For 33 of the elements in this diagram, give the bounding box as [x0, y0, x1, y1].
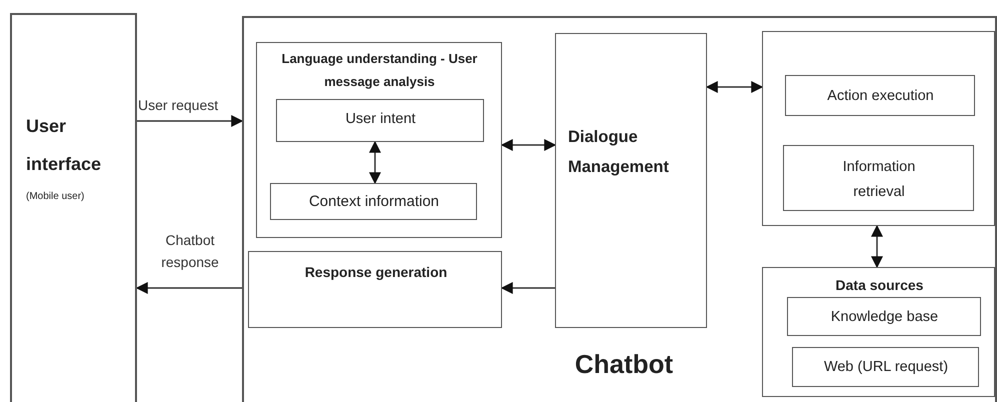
process-box: [784, 74, 974, 116]
arrow: [706, 81, 764, 93]
node-title: Dialogue Management: [568, 127, 670, 178]
process-box: [782, 144, 974, 210]
process-box: [276, 98, 484, 142]
process-box: [256, 42, 502, 238]
arrow: [871, 224, 883, 268]
node-subtitle: (Mobile user): [26, 190, 86, 204]
arrow: [369, 140, 381, 184]
interface-box: [10, 13, 137, 402]
node-title: Chatbot: [574, 348, 674, 380]
node-title: Language understanding - User message analysis: [280, 50, 478, 91]
node-title: Information retrieval: [842, 158, 916, 202]
process-box: [248, 251, 502, 328]
process-box: [786, 296, 980, 336]
node-title: Context information: [308, 192, 440, 212]
node-title: User interface: [26, 115, 102, 176]
node-title: Knowledge base: [830, 308, 940, 326]
node-title: Response generation: [304, 263, 448, 282]
node-title: User intent: [344, 110, 417, 128]
arrow: [500, 282, 555, 294]
arrow: [500, 139, 556, 151]
node-title: Action execution: [826, 86, 935, 106]
node-title: Data sources: [834, 276, 924, 295]
node-title: Web (URL request): [822, 358, 950, 376]
process-box: [555, 33, 707, 328]
system-container: [242, 16, 997, 402]
empty-box: [762, 31, 995, 226]
process-box: [792, 346, 978, 386]
arrow: [136, 282, 242, 294]
process-box: [762, 267, 995, 397]
arrow: [137, 115, 244, 127]
process-box: [270, 182, 476, 220]
